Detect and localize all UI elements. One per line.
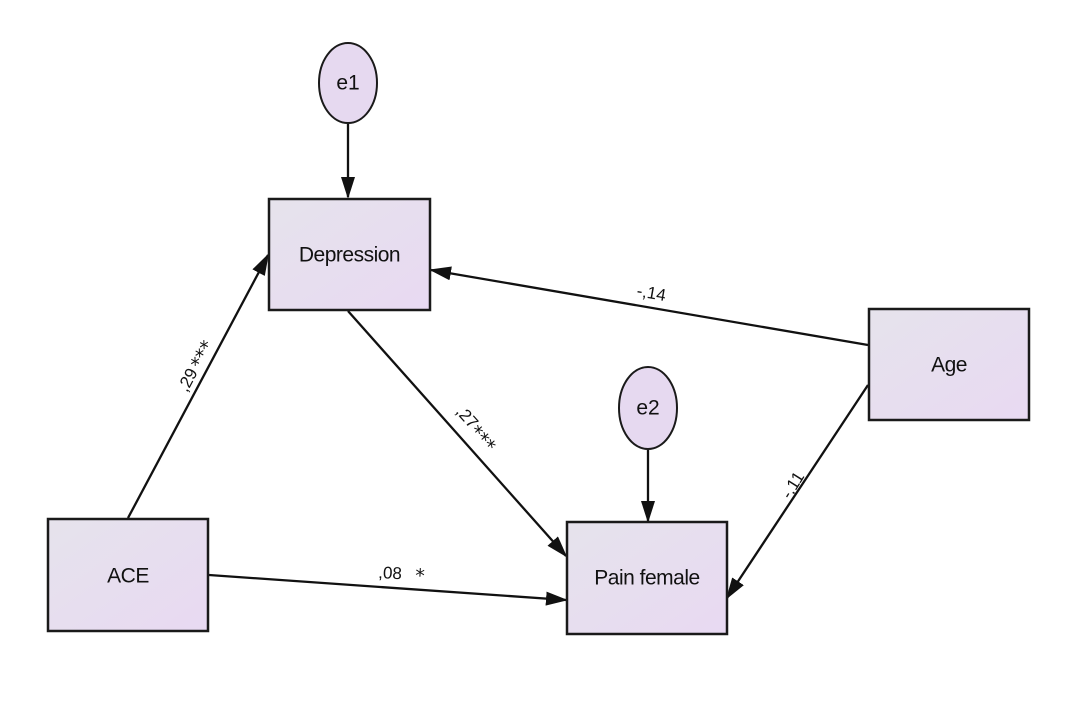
coef-depression-pain-female: ,27 *** bbox=[452, 402, 500, 457]
node-box bbox=[267, 197, 432, 312]
error-circle bbox=[618, 366, 678, 450]
arrow-age-pain-female bbox=[725, 384, 869, 600]
node-box bbox=[565, 520, 729, 636]
node-label-age: Age bbox=[931, 354, 967, 377]
error-e2: e2 bbox=[618, 366, 678, 450]
error-label-e1: e1 bbox=[336, 72, 359, 95]
node-box bbox=[867, 307, 1031, 422]
error-label-e2: e2 bbox=[636, 397, 659, 420]
coef-significance: * bbox=[415, 565, 426, 587]
coef-value: ,29 bbox=[174, 365, 202, 395]
node-label-pain-female: Pain female bbox=[594, 567, 699, 590]
coef-value: ,08 bbox=[378, 563, 403, 583]
node-pain-female: Pain female bbox=[565, 520, 729, 636]
error-e1: e1 bbox=[318, 42, 378, 124]
node-label-depression: Depression bbox=[299, 244, 400, 267]
arrow-ace-pain-female bbox=[208, 573, 568, 606]
node-box bbox=[46, 517, 210, 633]
error-circle bbox=[318, 42, 378, 124]
node-depression: Depression bbox=[267, 197, 432, 312]
arrow-age-depression bbox=[429, 266, 869, 347]
node-label-ace: ACE bbox=[107, 565, 149, 588]
coef-value: -,14 bbox=[635, 281, 667, 305]
coef-age-depression: -,14 bbox=[635, 281, 667, 305]
arrow-depression-pain-female bbox=[347, 310, 568, 558]
node-age: Age bbox=[867, 307, 1031, 422]
arrow-ace-depression bbox=[126, 253, 270, 519]
coef-ace-pain-female: ,08 * bbox=[378, 563, 426, 587]
node-ace: ACE bbox=[46, 517, 210, 633]
coef-significance: *** bbox=[186, 337, 219, 372]
coef-value: -,11 bbox=[777, 468, 808, 502]
coef-age-pain-female: -,11 bbox=[777, 468, 808, 502]
